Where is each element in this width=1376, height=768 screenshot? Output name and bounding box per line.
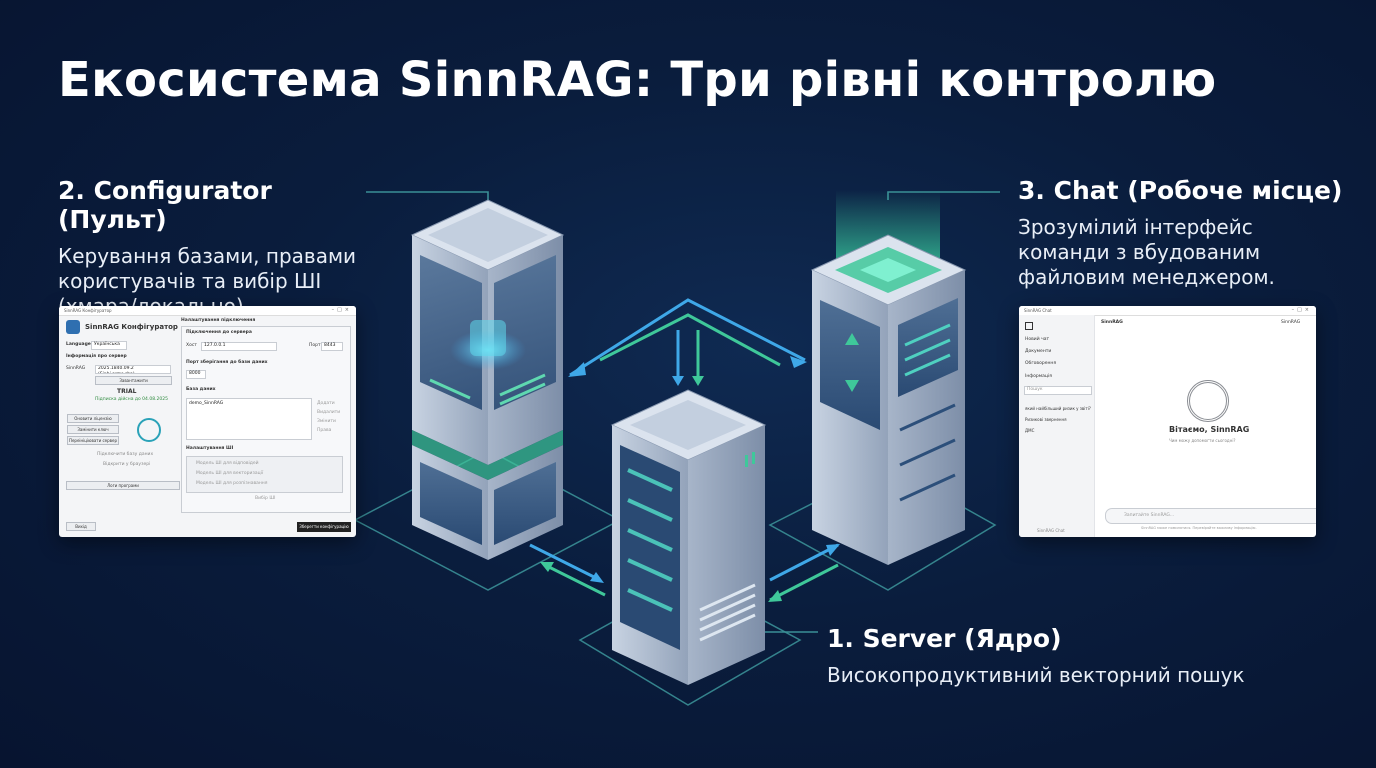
host-field[interactable]: 127.0.0.1 (201, 342, 277, 351)
sinnrag-emblem-icon (1187, 380, 1229, 422)
replace-key-button[interactable]: Замінити ключ (67, 425, 119, 434)
save-config-button[interactable]: Зберегти конфігурацію (297, 522, 351, 532)
db-delete-button[interactable]: Видалити (317, 410, 341, 415)
port-label: Порт (309, 343, 321, 348)
configurator-screenshot: SinnRAG Конфігуратор –□× SinnRAG Конфігу… (59, 306, 356, 537)
ai-settings-box (186, 456, 343, 493)
trial-note: Підписка дійсна до 04.08.2025 (95, 397, 168, 402)
renew-license-button[interactable]: Оновити ліцензію (67, 414, 119, 423)
chat-screenshot: SinnRAG Chat –□× Новий чат Документи Обг… (1019, 306, 1316, 537)
configurator-window-titlebar: SinnRAG Конфігуратор –□× (59, 306, 356, 316)
db-rights-button[interactable]: Права (317, 428, 332, 433)
ai-row-answers[interactable]: Модель ШІ для відповідей (196, 461, 259, 466)
nav-new-chat[interactable]: Новий чат (1025, 337, 1050, 342)
chat-window-title: SinnRAG Chat (1024, 308, 1052, 313)
history-item[interactable]: який найбільший ризик у звіті? (1025, 406, 1091, 411)
window-controls-icon[interactable]: –□× (331, 307, 352, 313)
sidebar-toggle-icon[interactable] (1025, 322, 1033, 330)
configurator-heading: 2. Configurator (Пульт) (58, 176, 272, 234)
ai-row-vectors[interactable]: Модель ШІ для векторизації (196, 471, 264, 476)
chat-label: 3. Chat (Робоче місце) Зрозумілий інтерф… (1018, 176, 1348, 290)
exit-button[interactable]: Вихід (66, 522, 96, 531)
open-browser-link[interactable]: Відкрити у браузері (103, 462, 151, 467)
server-label: 1. Server (Ядро) Високопродуктивний вект… (827, 624, 1247, 688)
db-list[interactable]: demo_SinnRAG (186, 398, 312, 440)
license-status: TRIAL (117, 388, 137, 395)
user-menu[interactable]: SinnRAG (1281, 320, 1301, 325)
page-title: Екосистема SinnRAG: Три рівні контролю (58, 52, 1217, 108)
arrow-heads (540, 356, 840, 602)
configurator-app-name: SinnRAG Конфігуратор (85, 323, 178, 331)
db-heading: База даних (186, 387, 216, 392)
chat-logo-text: SinnRAG (1101, 320, 1123, 325)
host-label: Хост (186, 343, 197, 348)
server-description: Високопродуктивний векторний пошук (827, 663, 1245, 687)
chat-disclaimer: SinnRAG може помилятися. Перевіряйте важ… (1141, 526, 1257, 530)
window-controls-icon[interactable]: –□× (1291, 307, 1312, 313)
version-label: SinnRAG (66, 366, 86, 371)
sidebar-footer: SinnRAG Chat (1037, 528, 1065, 533)
chat-window-titlebar: SinnRAG Chat –□× (1019, 306, 1316, 316)
storage-port-field[interactable]: 8000 (186, 370, 206, 379)
server-heading: 1. Server (Ядро) (827, 624, 1062, 653)
nav-documents[interactable]: Документи (1025, 349, 1052, 354)
chat-heading: 3. Chat (Робоче місце) (1018, 176, 1343, 205)
download-button[interactable]: Завантажити (95, 376, 172, 385)
history-item[interactable]: Ризикові звернення (1025, 417, 1067, 422)
data-flow-arrows (529, 298, 839, 602)
configurator-logo-icon (66, 320, 80, 334)
chat-sidebar (1019, 315, 1095, 537)
chat-input[interactable]: Запитайте SinnRAG... (1105, 508, 1316, 524)
ai-select-button[interactable]: Вибір ШІ (255, 496, 276, 501)
configurator-tower-icon (410, 199, 565, 560)
db-edit-button[interactable]: Змінити (317, 419, 336, 424)
server-info-heading: Інформація про сервер (66, 354, 127, 359)
welcome-subtext: Чим можу допомогти сьогодні? (1169, 438, 1236, 443)
nav-info[interactable]: Інформація (1025, 374, 1052, 379)
ai-heading: Налаштування ШІ (186, 446, 234, 451)
ai-row-ocr[interactable]: Модель ШІ для розпізнавання (196, 481, 268, 486)
version-field[interactable]: 2025.1840.09.2 (Sinhi.аrms.sba) (95, 365, 171, 374)
connect-db-link[interactable]: Підключити базу даних (97, 452, 154, 457)
storage-port-label: Порт зберігання до бази даних (186, 360, 268, 365)
chat-search-input[interactable]: Пошук (1024, 386, 1092, 395)
nav-discussions[interactable]: Обговорення (1025, 361, 1057, 366)
history-item[interactable]: ДМС (1025, 428, 1035, 433)
logs-button[interactable]: Логи програми (66, 481, 180, 490)
configurator-window-title: SinnRAG Конфігуратор (64, 308, 112, 313)
welcome-text: Вітаємо, SinnRAG (1169, 425, 1250, 434)
language-label: Language (66, 342, 91, 347)
chat-tower-icon (810, 190, 967, 565)
language-select[interactable]: Українська (91, 341, 127, 350)
server-tower-icon (610, 389, 767, 685)
chat-description: Зрозумілий інтерфейс команди з вбудовани… (1018, 215, 1275, 289)
db-add-button[interactable]: Додати (317, 401, 335, 406)
reinit-server-button[interactable]: Переініціювати сервер (67, 436, 119, 445)
fingerprint-icon (137, 418, 161, 442)
connection-sub: Підключення до сервера (186, 330, 252, 335)
connection-heading: Налаштування підключення (181, 318, 256, 323)
port-field[interactable]: 8443 (321, 342, 343, 351)
